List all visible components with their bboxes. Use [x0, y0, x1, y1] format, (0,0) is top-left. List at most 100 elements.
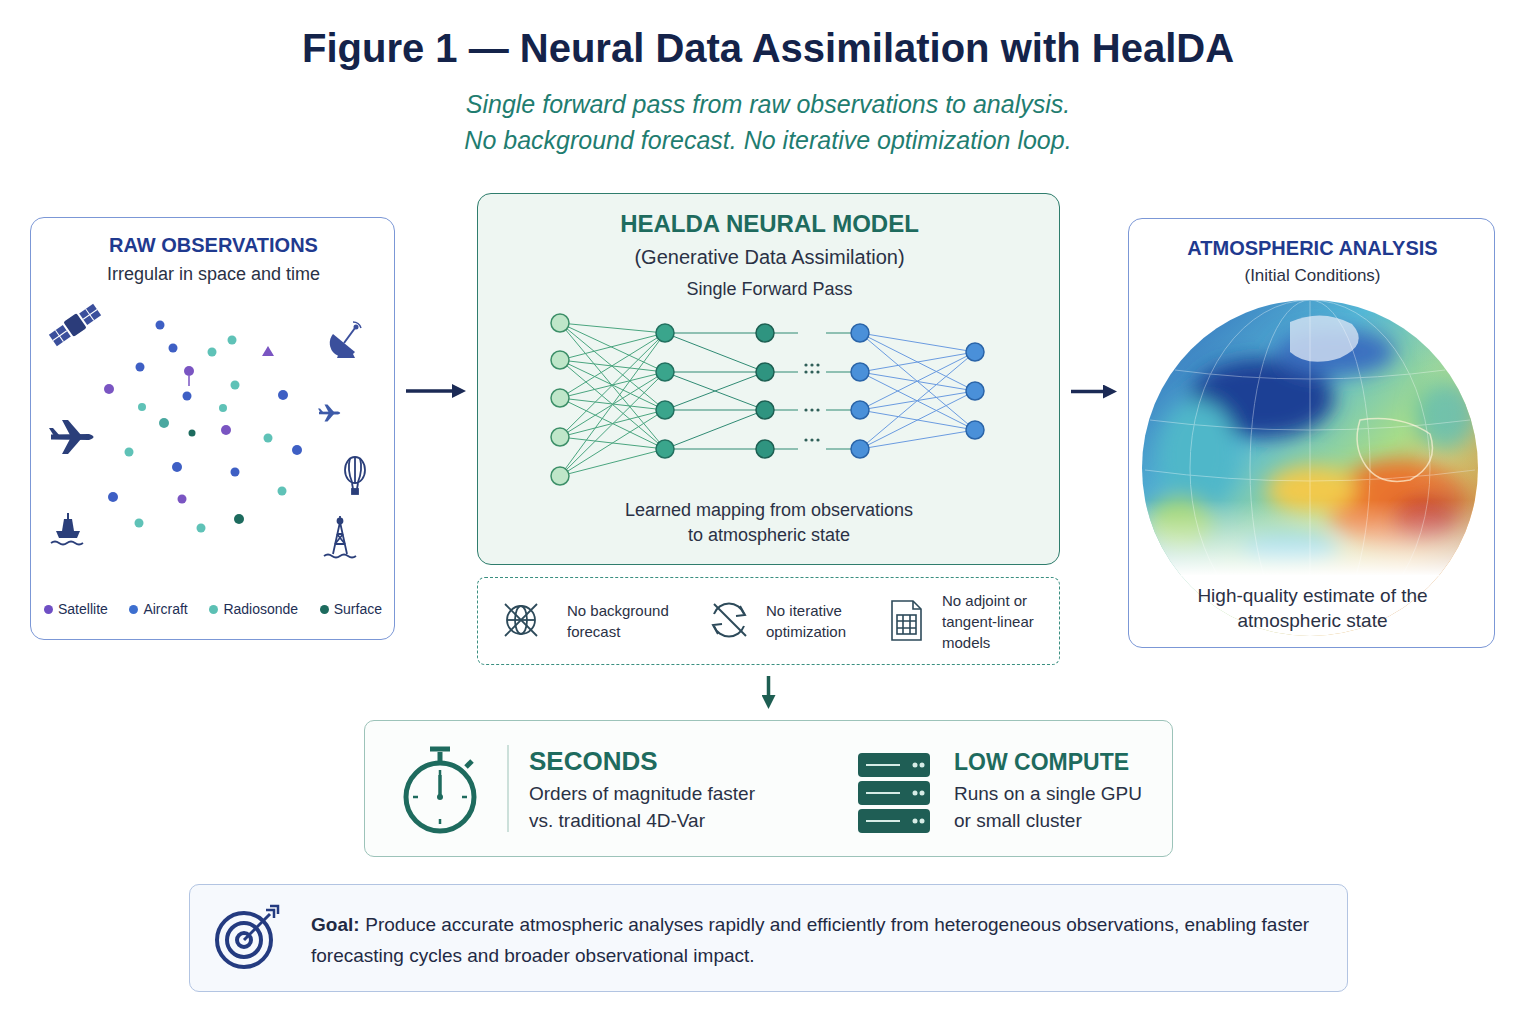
neural-network-part-part	[656, 440, 674, 458]
globe-illustration-part	[1140, 500, 1480, 576]
crossed-globe-icon-part	[505, 604, 537, 636]
satellite-icon	[48, 302, 103, 348]
server-icon-part	[858, 809, 930, 833]
neural-network-part-part	[804, 363, 807, 366]
neural-network-part	[656, 324, 674, 458]
crossed-globe-icon	[505, 604, 537, 636]
neural-network-part-part	[804, 438, 807, 441]
legend-item: Surface	[320, 600, 382, 618]
server-icon-part	[913, 763, 925, 824]
model-heading: HEALDA NEURAL MODEL	[478, 210, 1061, 238]
observation-dots-part	[208, 348, 217, 357]
balloon-icon-part	[358, 458, 361, 482]
stopwatch-icon-part-part	[439, 770, 442, 775]
server-icon-part-part	[913, 819, 918, 824]
legend-item: Aircraft	[129, 600, 187, 618]
neural-network-part-part	[656, 324, 674, 342]
platform-tower-icon-part	[338, 519, 343, 524]
subtitle: Single forward pass from raw observation…	[378, 86, 1158, 158]
figure-title: Figure 1 — Neural Data Assimilation with…	[0, 24, 1536, 72]
server-icon	[858, 753, 930, 833]
neural-network	[551, 314, 984, 485]
observation-dots-part	[231, 468, 240, 477]
neural-network-part-part	[966, 343, 984, 361]
legend-item: Satellite	[44, 600, 108, 618]
stopwatch-icon-part	[406, 763, 474, 831]
neural-network-part-part	[810, 438, 813, 441]
neural-network-part-part	[551, 351, 569, 369]
observation-dots-part	[183, 392, 192, 401]
no-iteration-icon-part	[736, 606, 745, 616]
observation-dots-part	[188, 376, 190, 386]
observation-dots-part	[184, 366, 194, 376]
globe-illustration-part	[1140, 575, 1480, 645]
benefits-box: SECONDSOrders of magnitude faster vs. tr…	[364, 720, 1173, 857]
neural-network-part-part	[551, 467, 569, 485]
small-aircraft-icon	[318, 405, 340, 422]
server-icon-part-part	[920, 819, 925, 824]
neural-network-part-part	[810, 363, 813, 366]
no-iteration-icon	[713, 604, 746, 637]
radar-dish-icon-part	[337, 348, 355, 358]
crossed-globe-icon-part	[505, 604, 537, 636]
server-icon-part-part	[920, 763, 925, 768]
observation-dots-part	[172, 462, 182, 472]
neural-network-part-part	[816, 438, 819, 441]
neural-network-part-part	[816, 363, 819, 366]
platform-tower-icon-part	[335, 534, 345, 544]
neural-network-part-part	[656, 401, 674, 419]
observation-dots	[104, 321, 302, 533]
goal-paragraph: Goal:Produce accurate atmospheric analys…	[311, 909, 1327, 971]
server-icon-part-part	[866, 792, 900, 794]
satellite-icon-part	[83, 310, 97, 320]
buoy-icon-part	[67, 513, 69, 519]
legend-label: Satellite	[58, 600, 108, 618]
platform-tower-icon	[324, 516, 356, 558]
legend-swatch	[209, 605, 218, 614]
stopwatch-icon-part-part	[462, 796, 467, 799]
buoy-icon-part	[62, 519, 74, 531]
observation-dots-part	[169, 344, 178, 353]
neural-network-part-part	[656, 363, 674, 381]
globe-illustration-part	[1140, 298, 1480, 638]
panel-heading: RAW OBSERVATIONS	[31, 233, 396, 257]
aircraft-icon-part	[49, 428, 60, 436]
legend-item: Radiosonde	[209, 600, 298, 618]
benefit-heading: LOW COMPUTE	[954, 749, 1169, 775]
constraint-text: No background forecast	[567, 600, 685, 642]
buoy-icon	[51, 513, 83, 545]
balloon-icon	[345, 457, 365, 494]
neural-network-part	[665, 333, 765, 449]
document-grid-icon-part	[913, 601, 921, 609]
balloon-icon-part	[352, 489, 358, 494]
neural-network-part-part	[551, 389, 569, 407]
server-icon-part-part	[866, 820, 900, 822]
neural-network-part-part	[804, 370, 807, 373]
divider-line	[507, 745, 509, 832]
neural-network-part	[851, 324, 984, 458]
server-icon-part	[858, 781, 930, 805]
observation-dots-part	[221, 425, 231, 435]
satellite-icon-part	[63, 313, 86, 337]
model-description: Learned mapping from observations to atm…	[620, 498, 918, 548]
neural-network-part-part	[810, 408, 813, 411]
target-icon-part	[266, 906, 278, 918]
aircraft-icon-part	[62, 439, 81, 454]
small-aircraft-icon-part	[325, 414, 335, 422]
goal-box: Goal:Produce accurate atmospheric analys…	[189, 884, 1348, 992]
benefit-text: Orders of magnitude faster vs. tradition…	[529, 780, 774, 834]
observation-dots-part	[197, 524, 206, 533]
server-icon-part-part	[866, 764, 900, 766]
neural-network-part	[551, 314, 569, 485]
neural-network-part-part	[966, 382, 984, 400]
observations-panel: RAW OBSERVATIONSIrregular in space and t…	[30, 217, 395, 640]
radar-dish-icon-part	[354, 325, 359, 330]
neural-network-part-part	[756, 324, 774, 342]
neural-network-part	[560, 323, 665, 476]
observation-dots-part	[234, 514, 244, 524]
observation-dots-part	[135, 519, 144, 528]
neural-network-part-part	[966, 421, 984, 439]
observation-dots-part	[278, 487, 287, 496]
document-grid-icon-part	[897, 615, 916, 634]
